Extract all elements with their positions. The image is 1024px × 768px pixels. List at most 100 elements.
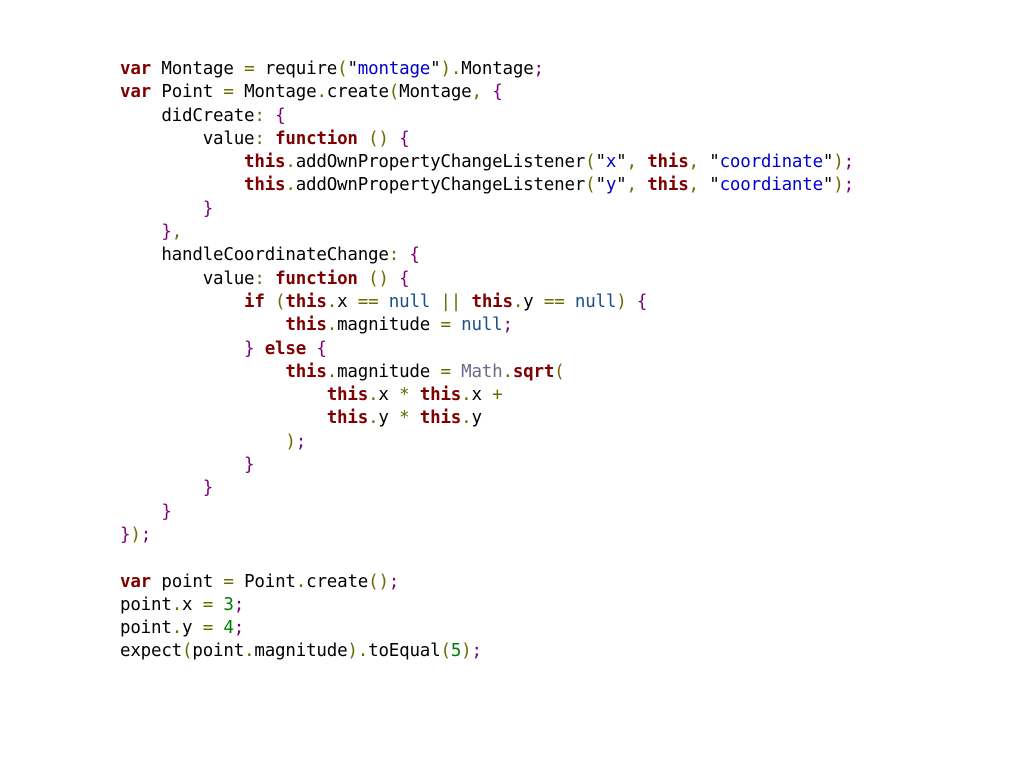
code-token-kw: this: [647, 152, 689, 173]
code-token-kw: function: [275, 128, 358, 149]
code-token-ws: [120, 222, 161, 242]
code-token-ws: [482, 385, 492, 405]
code-token-kw: this: [285, 361, 327, 382]
code-token-punct: (: [337, 59, 348, 79]
code-token-punct: .: [512, 291, 524, 312]
code-line: }: [120, 454, 854, 477]
code-token-ws: [482, 82, 492, 102]
code-token-ws: [234, 59, 244, 79]
code-token-id: Montage: [244, 82, 317, 103]
code-token-brace: }: [120, 524, 131, 545]
code-token-ws: [120, 129, 203, 149]
code-token-id: value: [202, 128, 255, 149]
code-token-ws: [120, 478, 203, 498]
code-token-ws: [699, 175, 709, 195]
code-line: this.magnitude = null;: [120, 314, 854, 337]
code-token-punct: :: [254, 268, 265, 289]
code-token-punct: ): [616, 291, 627, 312]
code-token-ws: [120, 385, 327, 405]
code-token-kw: this: [471, 291, 513, 312]
code-token-punct: =: [223, 82, 234, 103]
code-token-punct: .: [285, 175, 296, 196]
code-token-lit: null: [461, 315, 503, 336]
code-token-ws: [451, 315, 461, 335]
code-token-brace: }: [244, 455, 255, 476]
code-token-ws: [534, 292, 544, 312]
code-token-ws: [120, 339, 244, 359]
code-token-ws: [234, 572, 244, 592]
code-line: this.addOwnPropertyChangeListener("x", t…: [120, 151, 854, 174]
code-token-id: handleCoordinateChange: [161, 245, 389, 266]
code-token-ws: [213, 595, 223, 615]
code-token-quote: ": [430, 59, 441, 79]
code-token-ws: [389, 385, 399, 405]
code-token-ws: [399, 245, 409, 265]
code-token-ws: [430, 362, 440, 382]
code-token-ws: [389, 269, 399, 289]
code-token-punct: =: [244, 59, 255, 79]
code-token-kw: this: [244, 152, 286, 173]
code-line: }: [120, 198, 854, 221]
code-token-punct: .: [368, 408, 379, 429]
code-line: }: [120, 501, 854, 524]
code-token-punct: .: [357, 641, 369, 662]
code-line: point.x = 3;: [120, 594, 854, 617]
code-line: );: [120, 431, 854, 454]
code-token-brace: {: [409, 245, 420, 266]
code-token-ws: [192, 618, 202, 638]
code-token-id: x: [182, 594, 193, 615]
code-token-ws: [120, 106, 161, 126]
code-token-ws: [451, 362, 461, 382]
code-token-ws: [565, 292, 575, 312]
code-token-id: magnitude: [337, 315, 431, 336]
code-line: this.y * this.y: [120, 407, 854, 430]
code-token-kw: var: [120, 571, 152, 592]
code-token-quote: ": [347, 59, 358, 79]
code-token-id: point: [161, 571, 214, 592]
code-token-ws: [120, 432, 285, 452]
code-token-str: y: [605, 175, 617, 196]
code-token-ws: [306, 339, 316, 359]
code-token-kw: this: [419, 408, 462, 429]
code-token-str: x: [605, 152, 617, 173]
code-token-punct: ==: [543, 291, 565, 312]
code-token-id: value: [202, 268, 255, 289]
code-token-brace: ;: [295, 431, 307, 452]
code-line: handleCoordinateChange: {: [120, 244, 854, 267]
code-token-punct: ): [130, 524, 141, 545]
code-token-punct: ): [833, 152, 844, 173]
code-token-ws: [151, 572, 161, 592]
code-token-id: create: [326, 82, 389, 103]
code-token-ws: [461, 292, 471, 312]
code-token-punct: ,: [626, 175, 638, 196]
code-token-punct: ,: [171, 222, 183, 243]
code-token-kw: this: [285, 291, 327, 312]
code-token-punct: =: [440, 361, 451, 382]
code-token-brace: ;: [388, 571, 400, 592]
code-token-punct: (: [554, 361, 565, 382]
code-token-str: coordinate: [719, 152, 824, 173]
code-token-id: point: [192, 641, 245, 662]
code-token-ws: [120, 152, 244, 172]
code-token-id: point: [120, 618, 172, 639]
code-token-ws: [120, 502, 161, 522]
code-token-id: x: [378, 385, 389, 406]
code-token-punct: .: [450, 59, 462, 79]
code-token-num: 3: [223, 594, 234, 615]
code-token-punct: .: [368, 385, 379, 406]
code-line: var Montage = require("montage").Montage…: [120, 58, 854, 81]
code-token-ws: [234, 82, 244, 102]
code-block: var Montage = require("montage").Montage…: [120, 58, 854, 664]
code-line: this.x * this.x +: [120, 384, 854, 407]
code-token-ws: [120, 199, 203, 219]
code-token-ws: [430, 292, 440, 312]
code-token-id: addOwnPropertyChangeListener: [295, 175, 586, 196]
code-token-punct: (: [275, 291, 286, 312]
code-token-punct: ||: [440, 291, 462, 312]
code-token-id: toEqual: [368, 641, 441, 662]
code-line: });: [120, 524, 854, 547]
code-token-brace: ;: [140, 524, 152, 545]
code-token-punct: .: [461, 385, 472, 406]
code-token-punct: (: [182, 641, 193, 662]
code-token-ws: [409, 385, 419, 405]
